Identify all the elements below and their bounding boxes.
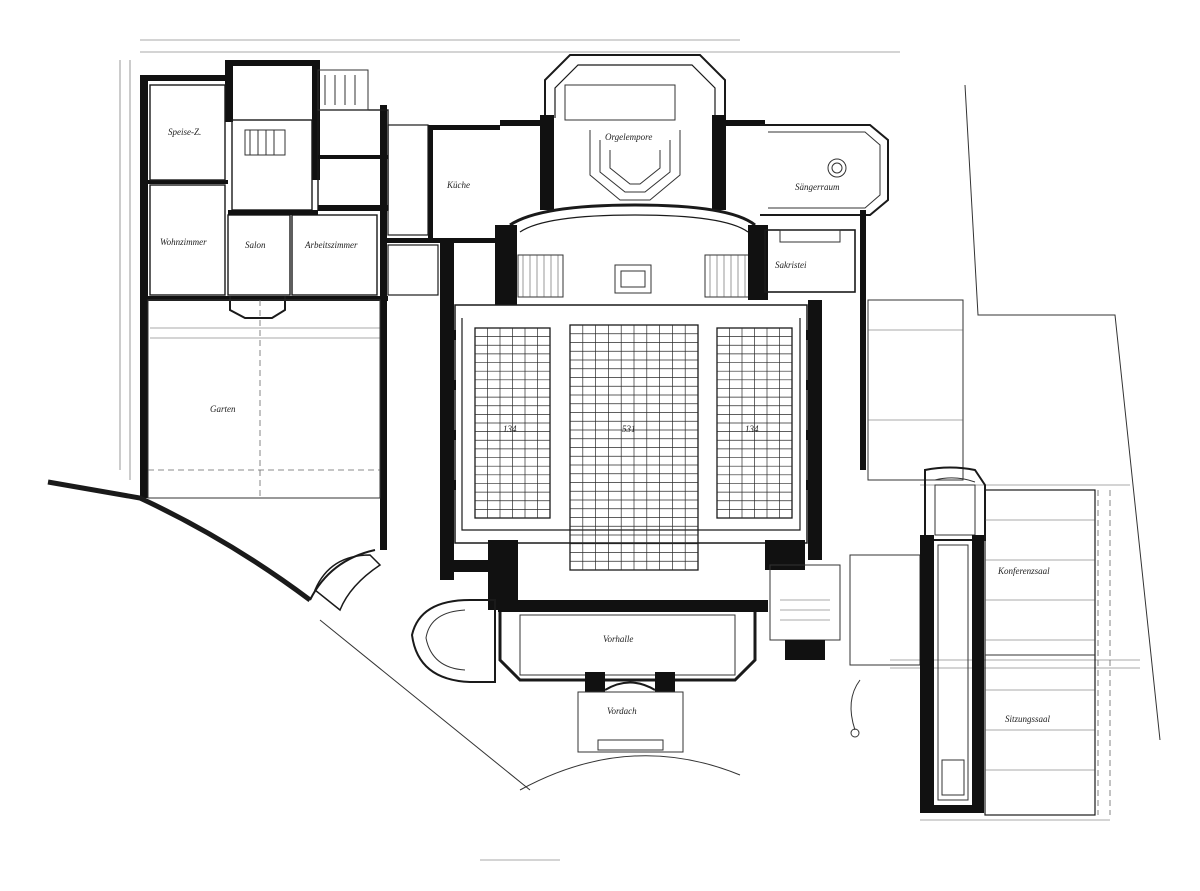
label-saal-right: 134: [745, 424, 759, 434]
east-rooms: [760, 124, 964, 481]
nave-walls: [440, 225, 822, 612]
choir-apse: [500, 54, 765, 298]
label-sakristei: Sakristei: [775, 260, 807, 270]
pew-blocks: [474, 324, 793, 571]
stair-right-nave: [704, 254, 751, 298]
label-salon: Salon: [245, 240, 266, 250]
label-orgelempore: Orgelempore: [605, 132, 652, 142]
entrance-front: [314, 554, 861, 791]
pew-block-center: [569, 324, 699, 571]
pew-block-right: [716, 327, 793, 519]
label-arbeitszimmer: Arbeitszimmer: [304, 240, 358, 250]
label-saal-left: 134: [503, 424, 517, 434]
label-speisezimmer: Speise-Z.: [168, 127, 201, 137]
garden: [47, 299, 531, 791]
room-labels: Speise-Z. Wohnzimmer Salon Arbeitszimmer…: [160, 127, 1051, 724]
label-vordach: Vordach: [607, 706, 637, 716]
label-wohnzimmer: Wohnzimmer: [160, 237, 207, 247]
label-saal-center: 531: [622, 424, 636, 434]
label-sitzungssaal: Sitzungssaal: [1005, 714, 1051, 724]
label-vorhalle: Vorhalle: [603, 634, 633, 644]
pew-block-left: [474, 327, 551, 519]
label-saengerraum: Sängerraum: [795, 182, 840, 192]
east-annex: [769, 466, 986, 813]
dimension-lines: [119, 39, 1140, 861]
site-boundary: [964, 84, 1161, 741]
label-konferenzsaal: Konferenzsaal: [997, 566, 1050, 576]
label-garten: Garten: [210, 404, 236, 414]
conference-halls: [984, 489, 1111, 816]
label-kueche: Küche: [446, 180, 470, 190]
residential-wing: [140, 60, 507, 550]
stair-left-nave: [517, 254, 564, 298]
